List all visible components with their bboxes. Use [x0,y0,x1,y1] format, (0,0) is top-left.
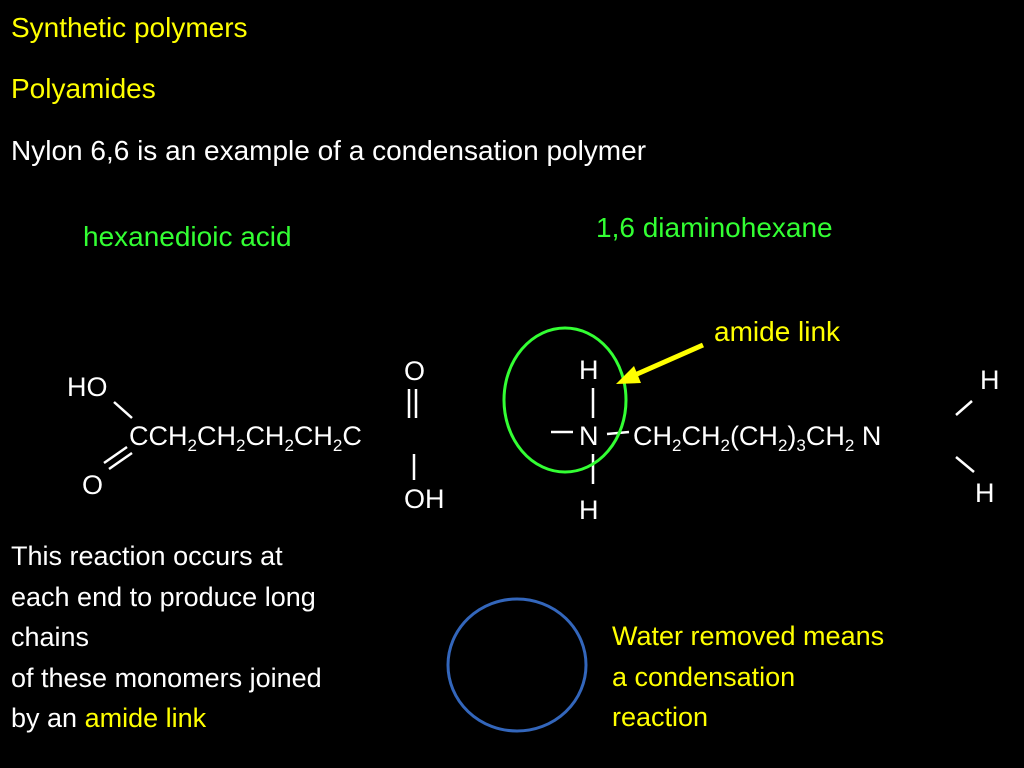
amine-n-left: N [579,421,599,451]
amine-h-right-bottom: H [975,478,995,508]
acid-oh-group: OH [404,484,445,514]
amine-h-top: H [579,355,599,385]
amide-link-highlight: amide link [84,703,207,733]
acid-o-left: O [82,470,104,500]
amide-highlight-circle [502,326,628,474]
acid-bond-ho [113,401,133,419]
water-note: Water removed means a condensation react… [612,621,885,732]
amine-chain-formula: CH2CH2(CH2)3CH2 N [633,421,882,455]
amide-link-label: amide link [714,316,841,347]
slide-subtitle: Polyamides [11,73,156,104]
amine-name-label: 1,6 diaminohexane [596,212,833,243]
acid-ho-group: HO [67,372,108,402]
water-removed-circle [446,597,588,733]
acid-chain-formula: CCH2CH2CH2CH2C [129,421,362,455]
acid-double-bond-o-2 [108,451,133,471]
amine-h-bottom: H [579,495,599,525]
slide-title: Synthetic polymers [11,12,248,43]
body-paragraph: This reaction occurs at each end to prod… [11,541,322,733]
acid-o-top: O [404,356,426,386]
amine-bond-right-bottom [955,456,975,473]
amine-bond-right-top [955,400,973,416]
amine-h-right-top: H [980,365,1000,395]
acid-double-bond-o-1 [103,445,128,465]
slide-statement: Nylon 6,6 is an example of a condensatio… [11,135,647,166]
amide-arrow [616,342,705,384]
acid-name-label: hexanedioic acid [83,221,292,252]
